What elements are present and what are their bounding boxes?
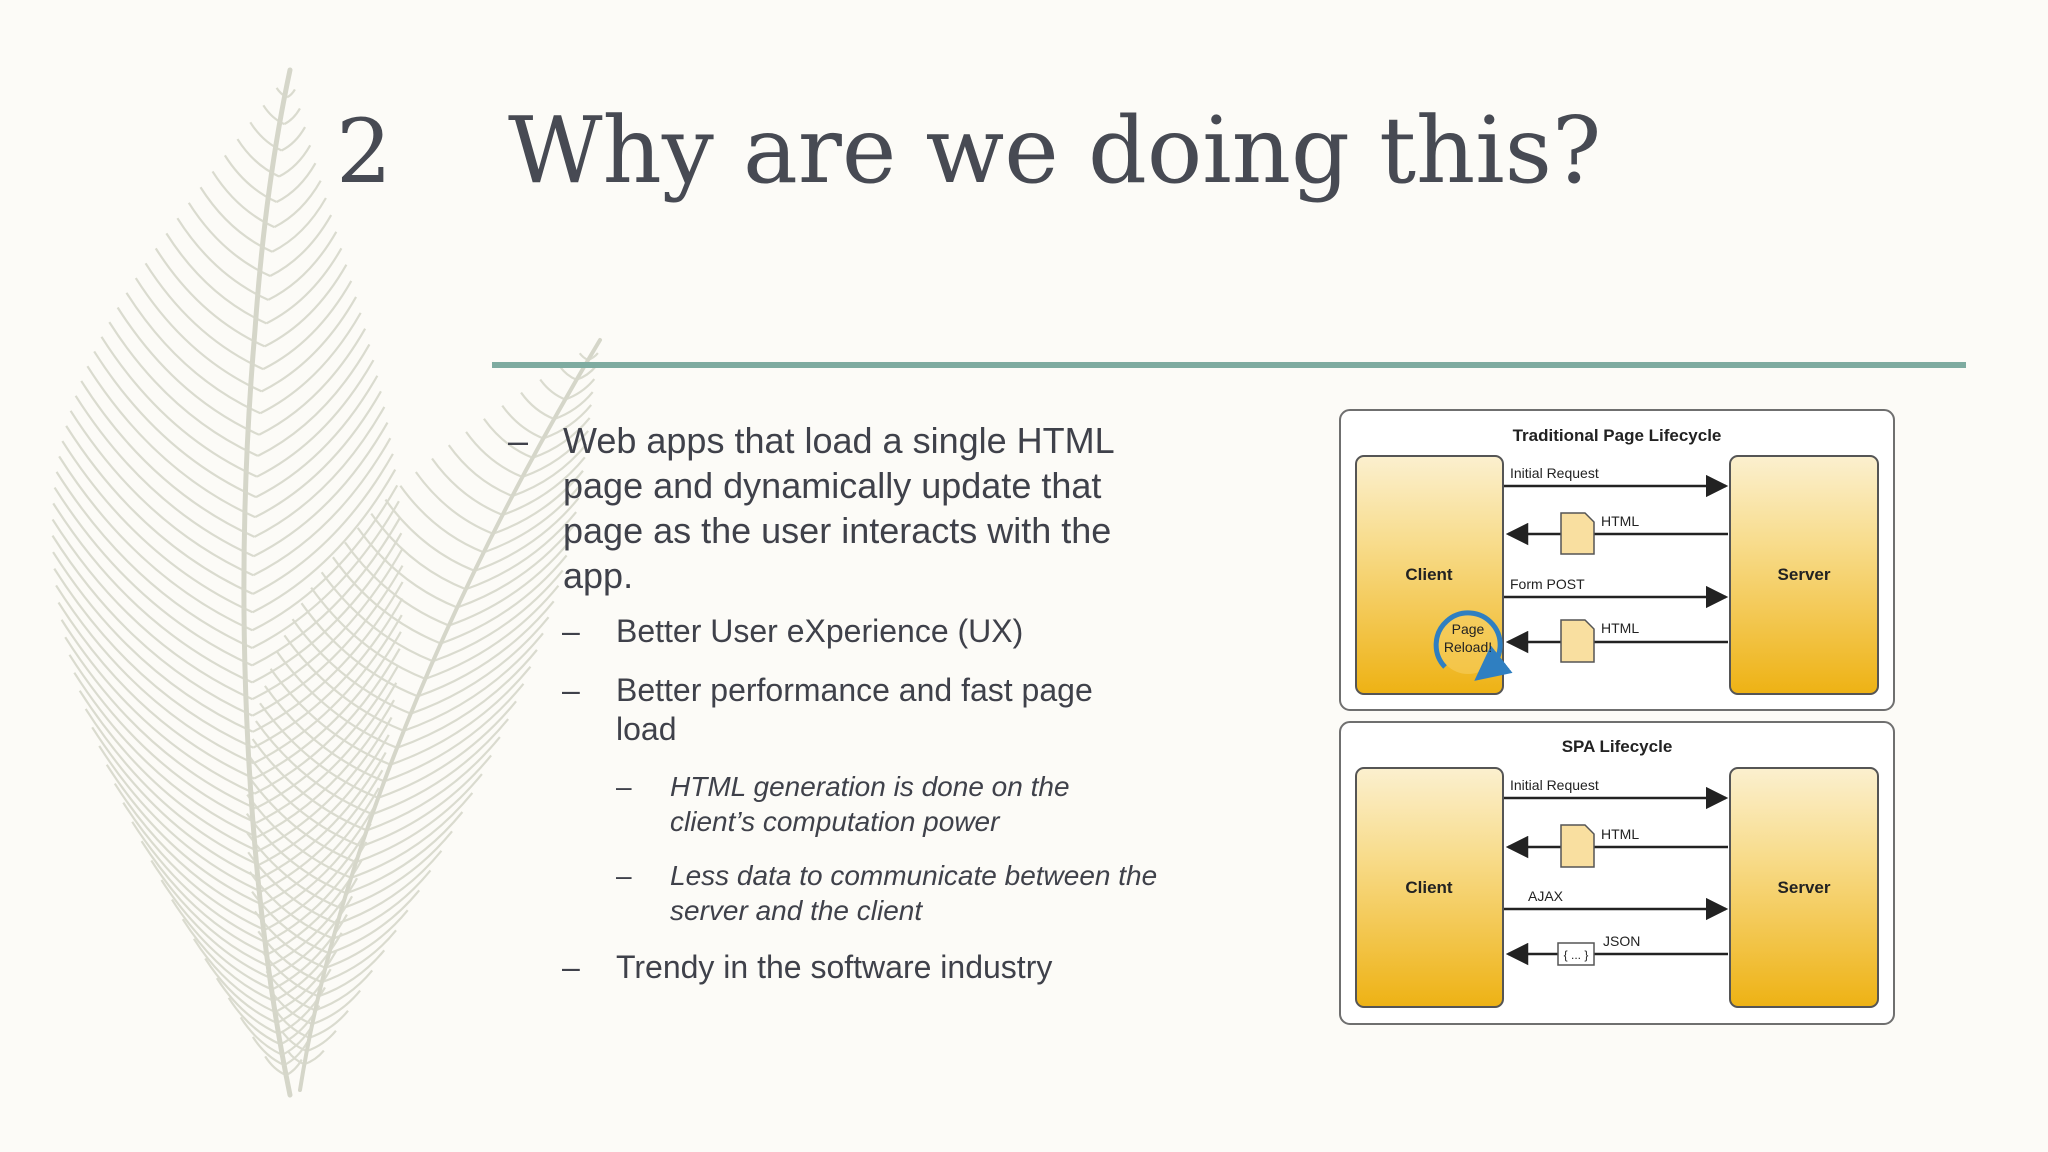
bullet-marker: –	[616, 771, 632, 802]
bullet-line: client’s computation power	[670, 806, 1000, 837]
traditional-server-box	[1729, 455, 1879, 695]
bullet-line: page as the user interacts with the	[563, 510, 1112, 551]
bullet-line: Trendy in the software industry	[616, 949, 1053, 985]
spa-server-label: Server	[1778, 878, 1831, 897]
spa-lifecycle-panel: SPA Lifecycle Client Server Initial Requ…	[1339, 721, 1895, 1025]
page-reload-icon: Page Reload!	[1433, 610, 1513, 681]
traditional-client-label: Client	[1405, 565, 1453, 584]
bullet-marker: –	[562, 949, 580, 985]
bullet-line: Less data to communicate between the	[670, 860, 1158, 891]
bullet-marker: –	[562, 613, 580, 649]
bullet-line: server and the client	[670, 895, 923, 926]
title-divider	[492, 362, 1966, 368]
traditional-lifecycle-panel: Traditional Page Lifecycle Client Server…	[1339, 409, 1895, 711]
spa-title: SPA Lifecycle	[1562, 737, 1673, 756]
bullet-line: Web apps that load a single HTML	[563, 420, 1115, 461]
label-initial-request: Initial Request	[1510, 465, 1599, 481]
bullet-list: – Web apps that load a single HTML page …	[508, 420, 1157, 985]
label-spa-initial-request: Initial Request	[1510, 777, 1599, 793]
bullet-line: HTML generation is done on the	[670, 771, 1070, 802]
label-ajax: AJAX	[1528, 888, 1564, 904]
spa-client-box	[1355, 767, 1504, 1008]
bullet-line: app.	[563, 555, 634, 596]
label-html-1: HTML	[1601, 513, 1639, 529]
bullet-marker: –	[562, 672, 580, 708]
slide-title: Why are we doing this?	[508, 97, 1602, 204]
slide-number: 2	[336, 100, 392, 203]
bullet-line: Better performance and fast page	[616, 672, 1093, 708]
traditional-title: Traditional Page Lifecycle	[1513, 426, 1722, 445]
feather-decoration-icon	[51, 67, 602, 1098]
bullet-marker: –	[508, 420, 529, 461]
reload-label-line1: Page	[1452, 621, 1485, 637]
json-box-label: { ... }	[1564, 948, 1589, 962]
document-icon	[1560, 512, 1595, 555]
bullet-line: page and dynamically update that	[563, 465, 1102, 506]
traditional-server-label: Server	[1778, 565, 1831, 584]
label-spa-html: HTML	[1601, 826, 1639, 842]
document-icon	[1560, 824, 1595, 868]
spa-client-label: Client	[1405, 878, 1453, 897]
bullet-line: Better User eXperience (UX)	[616, 613, 1024, 649]
reload-label-line2: Reload!	[1444, 639, 1492, 655]
spa-server-box	[1729, 767, 1879, 1008]
label-form-post: Form POST	[1510, 576, 1585, 592]
document-icon	[1560, 619, 1595, 663]
json-payload-icon	[1557, 942, 1595, 966]
label-json: JSON	[1603, 933, 1640, 949]
bullet-line: load	[616, 711, 677, 747]
bullet-marker: –	[616, 860, 632, 891]
label-html-2: HTML	[1601, 620, 1639, 636]
